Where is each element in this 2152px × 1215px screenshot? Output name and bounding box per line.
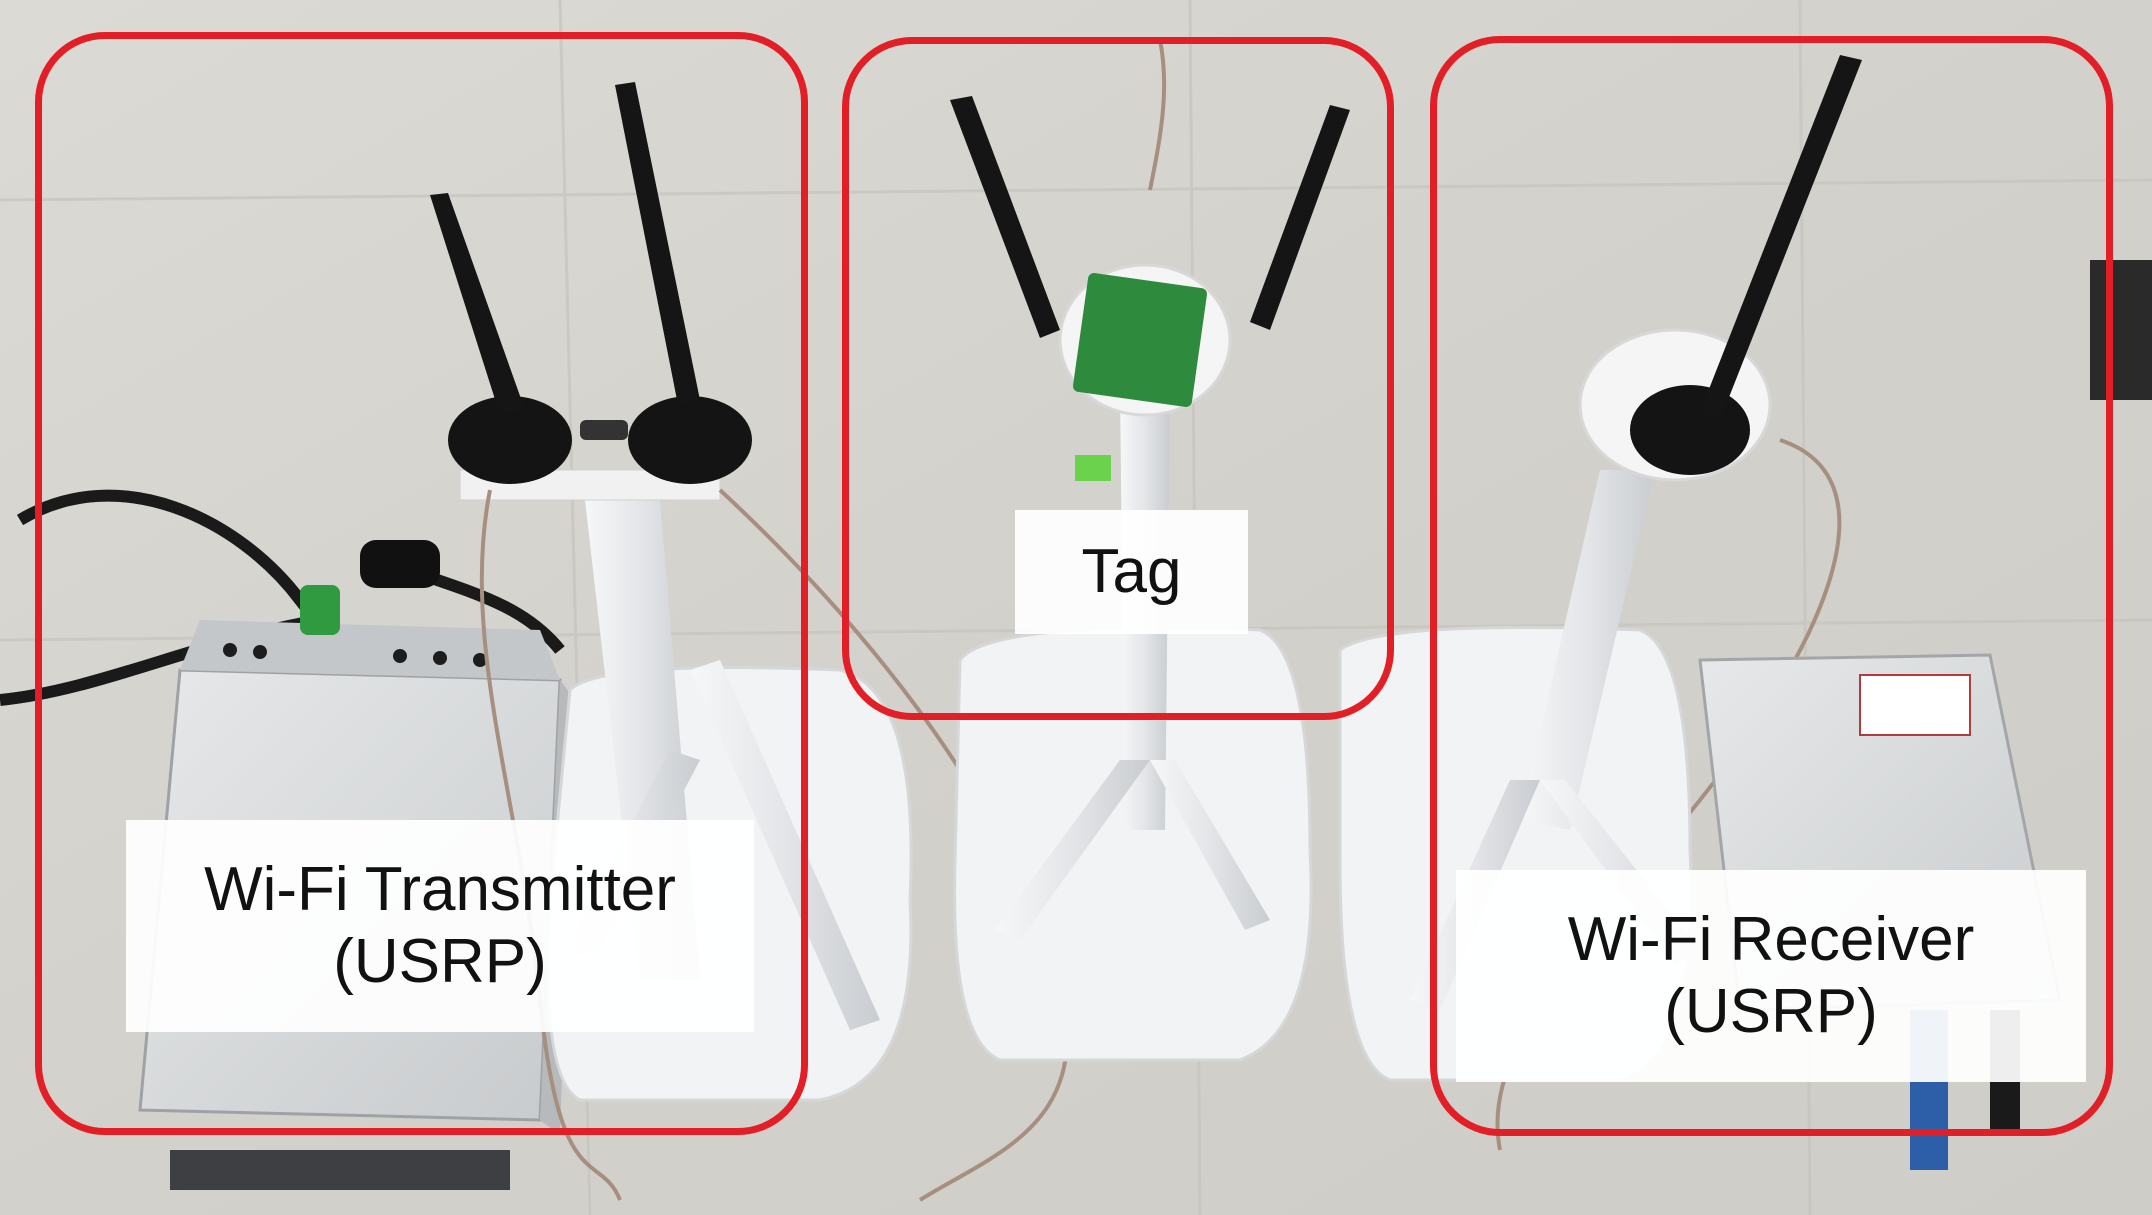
- tag-stand: [953, 263, 1313, 1062]
- transmitter-antennas: [430, 82, 700, 415]
- tag-label-text: Tag: [1081, 537, 1182, 607]
- ferrite-bead: [360, 540, 440, 588]
- transmitter-label-line2: (USRP): [333, 927, 547, 996]
- receiver-label-line1: Wi-Fi Receiver: [1567, 905, 1975, 975]
- background-object: [2090, 260, 2152, 400]
- receiver-label-line2: (USRP): [1664, 977, 1878, 1046]
- transmitter-label: Wi-Fi Transmitter (USRP): [126, 820, 754, 1032]
- tag-antennas: [950, 96, 1350, 338]
- receiver-antenna: [1700, 55, 1862, 420]
- receiver-highlight-box: [1430, 36, 2113, 1136]
- transmitter-label-line1: Wi-Fi Transmitter: [204, 855, 676, 925]
- receiver-label: Wi-Fi Receiver (USRP): [1456, 870, 2086, 1082]
- tag-highlight-box: [842, 37, 1394, 720]
- tag-label: Tag: [1015, 510, 1248, 634]
- transmitter-highlight-box: [35, 32, 808, 1135]
